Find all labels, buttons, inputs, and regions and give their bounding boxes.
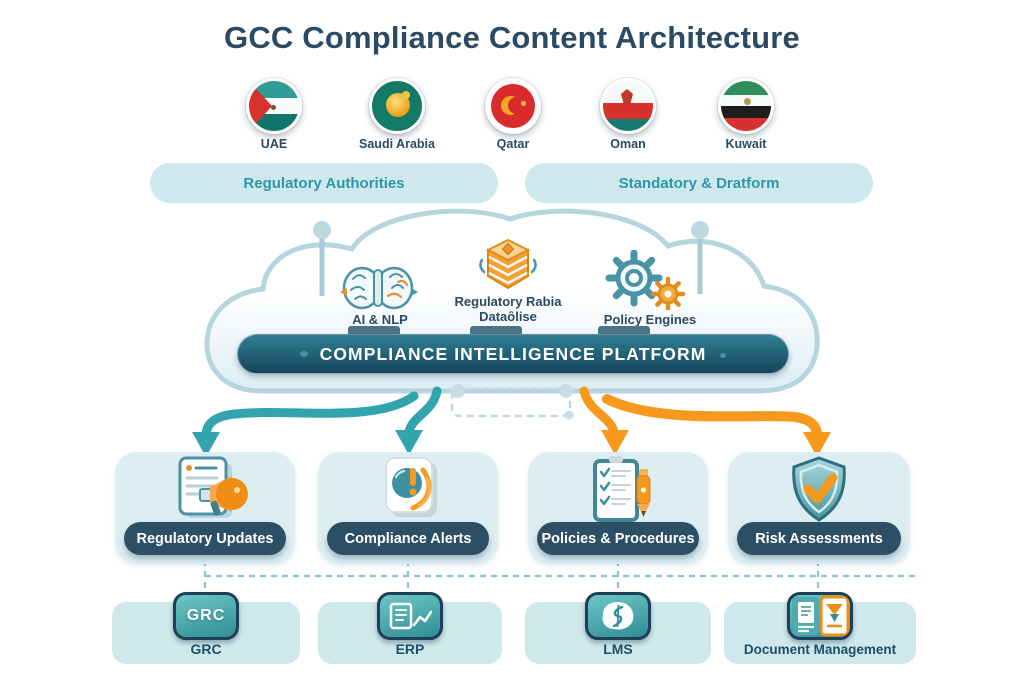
uae-emblem — [271, 105, 276, 110]
flag-kuwait-icon — [718, 78, 774, 134]
database-label-line2: Dataôlise — [479, 309, 537, 324]
flag-qatar-icon — [485, 78, 541, 134]
flag-label: Oman — [610, 137, 646, 151]
banner-regulatory-authorities: Regulatory Authorities — [150, 163, 498, 203]
ai-nlp-label: AI & NLP — [352, 312, 408, 327]
connector-pin-right — [691, 221, 709, 294]
bar-speck — [720, 353, 726, 358]
documents-icon — [792, 595, 850, 637]
oman-stripe-bottom — [603, 119, 653, 131]
brain-icon — [340, 266, 418, 310]
saudi-emblem-spark — [402, 91, 410, 99]
checklist-pen-icon — [593, 456, 651, 522]
lms-badge — [585, 592, 651, 640]
flag-label: UAE — [260, 137, 288, 151]
erp-label: ERP — [395, 641, 425, 657]
uae-stripe-bottom — [249, 114, 299, 131]
system-box-lms: LMS — [525, 592, 711, 664]
output-box-compliance-alerts: Compliance Alerts — [318, 452, 498, 564]
system-box-grc: GRC GRC — [112, 592, 300, 664]
flag-uae-icon — [246, 78, 302, 134]
oman-stripe-mid — [603, 103, 653, 119]
arrow-regulatory-updates — [201, 391, 419, 439]
flag-label: Qatar — [496, 137, 530, 151]
connector-pin-left — [313, 221, 331, 296]
qatar-crescent-cut — [508, 97, 525, 114]
platform-label: COMPLIANCE INTELLIGENCE PLATFORM — [319, 343, 707, 364]
risk-assessments-pill: Risk Assessments — [737, 522, 901, 555]
output-box-regulatory-updates: Regulatory Updates — [115, 452, 295, 564]
output-box-policies-procedures: Policies & Procedures — [528, 452, 708, 564]
erp-badge — [377, 592, 443, 640]
grc-label: GRC — [190, 641, 222, 657]
dashed-connectors — [203, 560, 920, 598]
compliance-alerts-pill: Compliance Alerts — [327, 522, 489, 555]
page-title: GCC Compliance Content Architecture — [224, 20, 800, 55]
banner-standards-platform: Standatory & Dratform — [525, 163, 873, 203]
arrow-policies-procedures — [579, 386, 619, 437]
regulatory-updates-pill: Regulatory Updates — [124, 522, 286, 555]
arrow-compliance-alerts — [404, 386, 442, 437]
compliance-intelligence-platform-bar: COMPLIANCE INTELLIGENCE PLATFORM — [237, 334, 789, 374]
document-megaphone-icon — [178, 456, 248, 518]
kuwait-emblem — [744, 98, 751, 105]
oman-emblem — [621, 89, 633, 103]
database-label-line1: Regulatory Rabia — [454, 294, 562, 309]
database-icon — [479, 238, 537, 290]
system-box-erp: ERP — [318, 592, 502, 664]
qatar-star — [521, 101, 526, 106]
grc-badge-text: GRC — [186, 607, 226, 624]
flag-label: Saudi Arabia — [359, 137, 435, 151]
arrow-risk-assessments — [602, 394, 822, 439]
flag-oman-icon — [600, 78, 656, 134]
gears-icon — [605, 250, 686, 310]
system-box-document-management: Document Management — [724, 592, 916, 664]
bar-speck — [300, 351, 308, 357]
flag-label: Kuwait — [725, 137, 767, 151]
kuwait-stripe-green — [721, 81, 771, 95]
document-management-label: Document Management — [743, 642, 897, 657]
output-box-risk-assessments: Risk Assessments — [728, 452, 910, 564]
database-label: Regulatory Rabia Dataôlise — [440, 294, 576, 324]
kuwait-stripe-black — [721, 106, 771, 118]
flag-saudi-arabia-icon — [369, 78, 425, 134]
erp-report-icon — [389, 602, 432, 630]
policies-procedures-pill: Policies & Procedures — [537, 522, 699, 555]
policy-engines-label: Policy Engines — [603, 312, 697, 327]
flow-arrows — [192, 386, 831, 457]
grc-badge: GRC — [173, 592, 239, 640]
uae-stripe-top — [249, 81, 299, 98]
kuwait-stripe-red — [721, 117, 771, 131]
alert-document-icon — [385, 457, 437, 517]
lms-label: LMS — [603, 641, 633, 657]
lms-learning-icon — [602, 602, 634, 630]
shield-check-icon — [792, 456, 846, 522]
dashed-junction — [450, 384, 574, 420]
document-management-badge — [787, 592, 853, 640]
